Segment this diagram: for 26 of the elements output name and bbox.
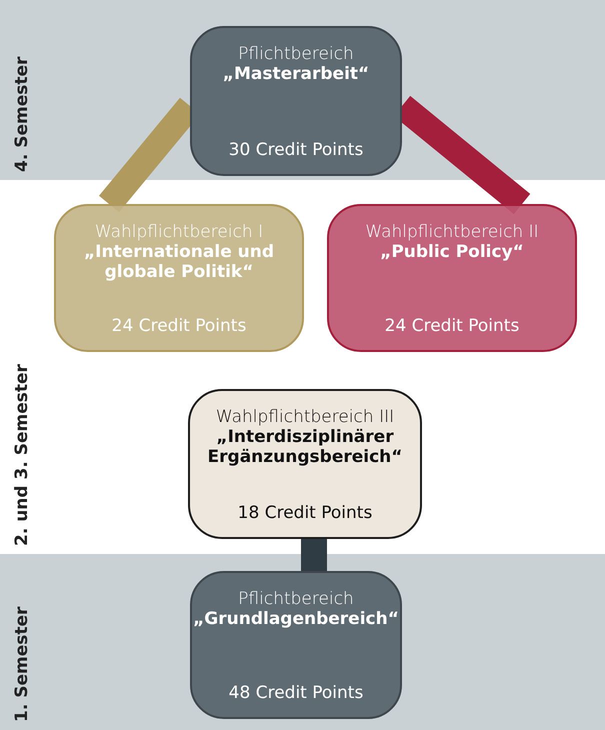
semester-band xyxy=(0,554,605,730)
semester-label: 2. und 3. Semester xyxy=(12,364,32,546)
module-category: Wahlpflichtbereich II xyxy=(365,222,539,242)
module-title: „Grundlagenbereich“ xyxy=(193,609,399,629)
credit-points: 48 Credit Points xyxy=(228,683,364,703)
module-category: Pflichtbereich xyxy=(237,589,355,609)
module-box xyxy=(190,571,402,719)
module-box xyxy=(190,26,402,176)
module-title: „Interdisziplinärer Ergänzungsbereich“ xyxy=(206,427,404,467)
credit-points: 30 Credit Points xyxy=(228,140,364,160)
module-category: Pflichtbereich xyxy=(237,44,355,64)
connector-bar xyxy=(301,539,327,571)
credit-points: 24 Credit Points xyxy=(384,316,520,336)
module-category: Wahlpflichtbereich I xyxy=(94,222,264,242)
semester-band xyxy=(0,0,605,180)
module-category: Wahlpflichtbereich III xyxy=(214,407,396,427)
module-title: „Public Policy“ xyxy=(379,242,525,262)
semester-label: 1. Semester xyxy=(12,606,32,722)
credit-points: 24 Credit Points xyxy=(112,316,246,336)
module-box xyxy=(327,204,577,352)
semester-label: 4. Semester xyxy=(12,56,32,172)
module-title: „Masterarbeit“ xyxy=(222,64,370,84)
module-box xyxy=(54,204,304,352)
module-box xyxy=(188,389,422,539)
credit-points: 18 Credit Points xyxy=(238,503,372,523)
module-title: „Internationale und globale Politik“ xyxy=(82,242,276,282)
